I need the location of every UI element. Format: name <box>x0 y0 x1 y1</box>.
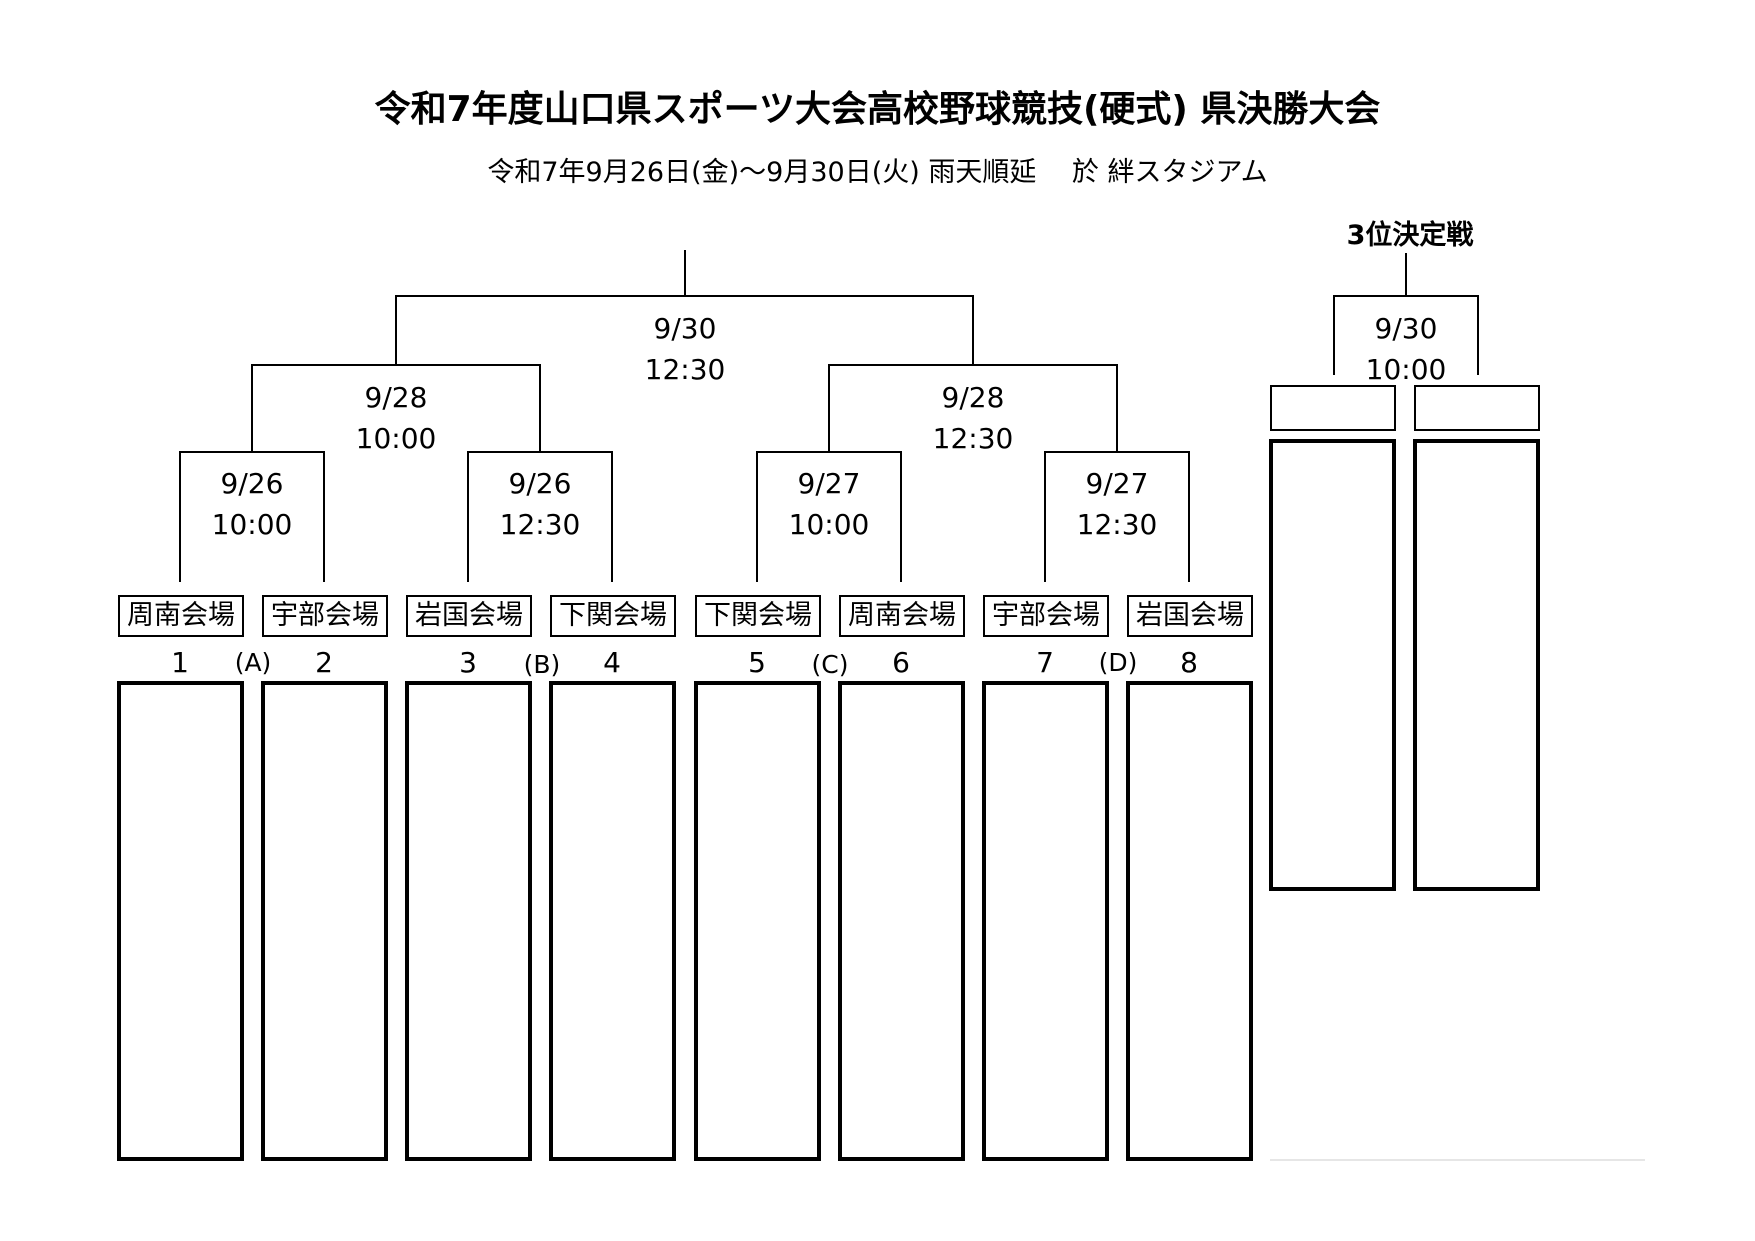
semi-1-date: 9/28 <box>364 381 428 414</box>
slot-number-4: 4 <box>603 646 621 679</box>
team-box-3 <box>405 681 532 1161</box>
third-place-team-box-2 <box>1413 439 1540 891</box>
venue-slot-6: 周南会場 <box>839 595 965 637</box>
venue-slot-2: 宇部会場 <box>262 595 388 637</box>
group-label-b: (B) <box>523 650 561 679</box>
third-place-time: 10:00 <box>1365 353 1447 386</box>
group-label-c: (C) <box>811 650 849 679</box>
semi-1-time: 10:00 <box>355 422 437 455</box>
team-box-8 <box>1126 681 1253 1161</box>
slot-number-7: 7 <box>1036 646 1054 679</box>
third-place-date: 9/30 <box>1374 312 1438 345</box>
slot-number-1: 1 <box>171 646 189 679</box>
third-place-label: 3位決定戦 <box>1346 220 1474 251</box>
semi-2-time: 12:30 <box>932 422 1014 455</box>
team-box-7 <box>982 681 1109 1161</box>
slot-number-8: 8 <box>1180 646 1198 679</box>
team-box-2 <box>261 681 388 1161</box>
semi-2-date: 9/28 <box>941 381 1005 414</box>
match-4-date: 9/27 <box>1085 467 1149 500</box>
third-place-team-box-1 <box>1269 439 1396 891</box>
group-label-a: (A) <box>234 648 272 677</box>
match-1-date: 9/26 <box>220 467 284 500</box>
slot-number-3: 3 <box>459 646 477 679</box>
team-box-4 <box>549 681 676 1161</box>
venue-slot-7: 宇部会場 <box>983 595 1109 637</box>
team-box-1 <box>117 681 244 1161</box>
match-2-date: 9/26 <box>508 467 572 500</box>
venue-slot-5: 下関会場 <box>695 595 821 637</box>
match-3-time: 10:00 <box>788 508 870 541</box>
page-subtitle: 令和7年9月26日(金)～9月30日(火) 雨天順延 於 絆スタジアム <box>487 157 1268 188</box>
match-1-time: 10:00 <box>211 508 293 541</box>
third-place-venue-box-1 <box>1270 385 1396 431</box>
team-box-6 <box>838 681 965 1161</box>
slot-number-5: 5 <box>748 646 766 679</box>
match-4-time: 12:30 <box>1076 508 1158 541</box>
venue-slot-4: 下関会場 <box>550 595 676 637</box>
final-time: 12:30 <box>644 353 726 386</box>
page-title: 令和7年度山口県スポーツ大会高校野球競技(硬式) 県決勝大会 <box>374 89 1381 130</box>
venue-slot-8: 岩国会場 <box>1127 595 1253 637</box>
slot-number-6: 6 <box>892 646 910 679</box>
slot-number-2: 2 <box>315 646 333 679</box>
final-date: 9/30 <box>653 312 717 345</box>
team-box-5 <box>694 681 821 1161</box>
group-label-d: (D) <box>1098 648 1138 677</box>
match-3-date: 9/27 <box>797 467 861 500</box>
third-place-venue-box-2 <box>1414 385 1540 431</box>
match-2-time: 12:30 <box>499 508 581 541</box>
venue-slot-3: 岩国会場 <box>406 595 532 637</box>
venue-slot-1: 周南会場 <box>118 595 244 637</box>
